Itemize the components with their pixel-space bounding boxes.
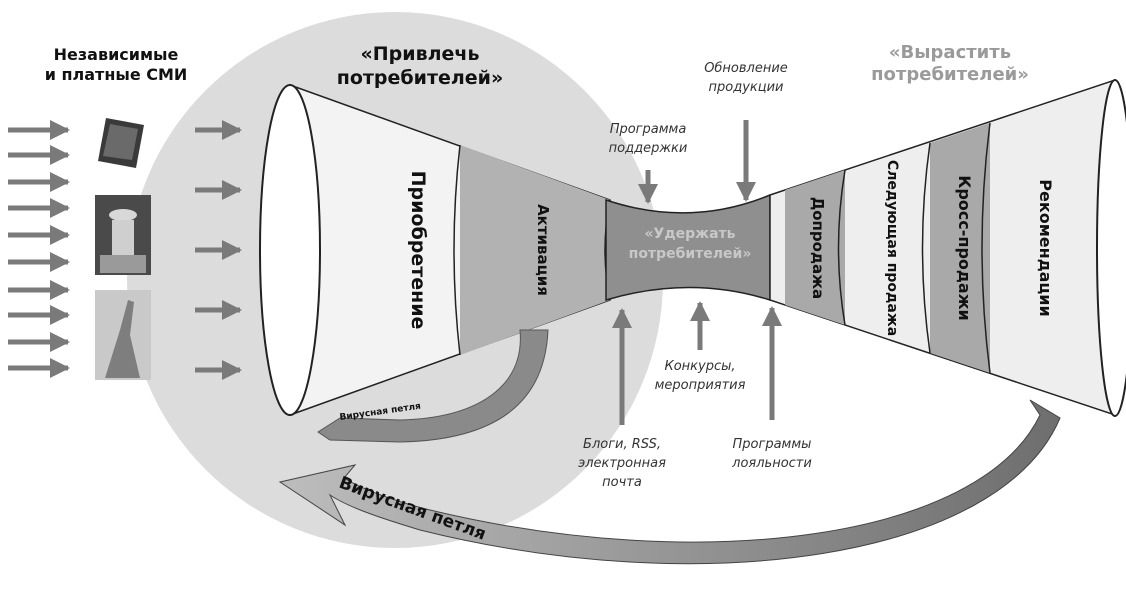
grow-title-line2: потребителей» [871,64,1029,85]
media-image-photo [95,195,151,275]
blogs-label-line1: Блоги, RSS, [583,437,661,452]
attract-funnel [259,83,611,417]
media-image-hand [95,290,151,380]
attract-title-line1: «Привлечь [361,43,480,65]
attract-funnel-mouth [259,84,321,416]
support-label-line1: Программа [610,122,687,137]
media-label-line2: и платные СМИ [45,65,188,84]
blogs-label-line3: почта [602,475,642,490]
update-label-line2: продукции [709,80,784,95]
media-input-arrows [8,120,70,378]
media-label-line1: Независимые [54,45,179,64]
loyalty-label-line2: лояльности [731,456,812,471]
viral-loop-arrow [278,399,1061,565]
attract-title-line2: потребителей» [337,67,504,89]
stage-activation: Активация [534,204,552,296]
stage-recommendations: Рекомендации [1036,179,1055,316]
retain-title-line2: потребителей» [629,246,752,262]
stage-cross-sell: Кросс-продажи [955,175,974,320]
support-label-line2: поддержки [609,141,688,156]
media-to-funnel-arrows [195,120,242,380]
contests-label-line1: Конкурсы, [664,359,735,374]
contests-label-line2: мероприятия [655,378,746,393]
grow-funnel-mouth [1096,79,1126,417]
media-image-device [95,110,150,170]
grow-funnel [769,78,1126,417]
cross-sell-band [930,123,990,373]
stage-upsell: Допродажа [809,197,827,299]
stage-next-sale: Следующая продажа [884,160,900,336]
update-label-line1: Обновление [704,61,788,76]
upsell-band [785,170,845,325]
blogs-label-line2: электронная [578,456,666,471]
activation-band [460,145,610,355]
small-viral-loop-arrow [317,329,549,443]
loyalty-label-line1: Программы [733,437,812,452]
stage-acquisition: Приобретение [407,171,429,330]
retain-tactic-arrows [612,120,782,425]
grow-title-line1: «Вырастить [889,42,1011,63]
retain-title-line1: «Удержать [644,226,735,242]
